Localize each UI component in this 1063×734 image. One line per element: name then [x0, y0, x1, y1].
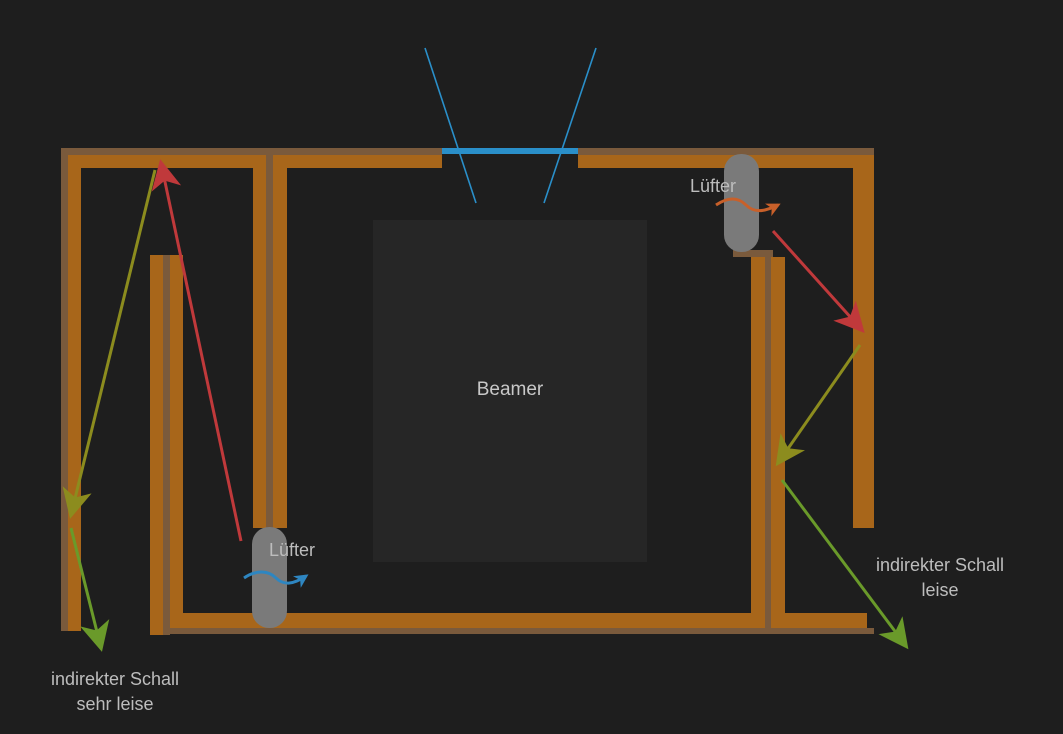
sound-label-right-line1: indirekter Schall — [875, 555, 1005, 575]
inner-baffle-right — [733, 250, 785, 633]
sound-label-left-line1: indirekter Schall — [50, 669, 180, 689]
arrow-icon — [771, 229, 865, 333]
fan-icon — [252, 527, 287, 628]
fan-label-bottom: Lüfter — [269, 540, 316, 560]
airflow-icon — [243, 570, 309, 588]
lens-window — [442, 148, 578, 154]
sound-label-left: indirekter Schall sehr leise — [30, 667, 200, 717]
light-beam — [424, 47, 597, 204]
arrow-icon — [62, 169, 157, 519]
sound-label-left-line2: sehr leise — [76, 694, 154, 714]
inner-baffle-left-bottom — [150, 255, 183, 635]
inner-baffle-left-top — [253, 155, 287, 528]
arrow-icon — [775, 344, 862, 467]
beamer-label: Beamer — [476, 379, 544, 400]
arrow-icon — [151, 159, 243, 542]
beamer-box — [373, 220, 647, 562]
sound-label-right-line2: leise — [921, 580, 959, 600]
airflow-icon — [715, 197, 781, 217]
arrow-icon — [780, 479, 909, 650]
arrow-icon — [69, 527, 110, 652]
sound-label-right: indirekter Schall leise — [855, 553, 1025, 603]
bottom-wall — [170, 613, 874, 634]
fan-label-top: Lüfter — [690, 176, 737, 196]
